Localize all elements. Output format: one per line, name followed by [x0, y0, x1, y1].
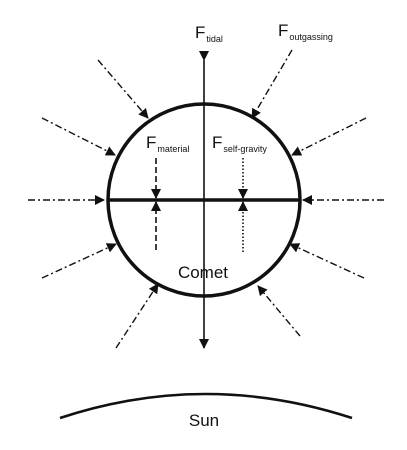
label-f-tidal: Ftidal: [195, 23, 223, 44]
outgassing-arrow-lower-left: [41, 243, 117, 279]
outgassing-arrow-top-right: [251, 49, 293, 119]
outgassing-arrow-lower-right: [289, 243, 365, 279]
label-sun: Sun: [189, 411, 219, 430]
label-comet: Comet: [178, 263, 228, 282]
outgassing-arrow-bottom-left: [115, 283, 159, 349]
label-f-self-gravity: Fself-gravity: [212, 133, 267, 154]
outgassing-arrow-bottom-right: [257, 285, 301, 337]
sun-surface-arc: [59, 392, 353, 420]
label-f-material: Fmaterial: [146, 133, 189, 154]
outgassing-arrow-top-left: [97, 59, 149, 119]
outgassing-arrows: [28, 49, 384, 349]
outgassing-arrow-upper-left: [41, 117, 116, 156]
label-f-outgassing: Foutgassing: [278, 21, 333, 42]
outgassing-arrow-upper-right: [291, 117, 367, 156]
